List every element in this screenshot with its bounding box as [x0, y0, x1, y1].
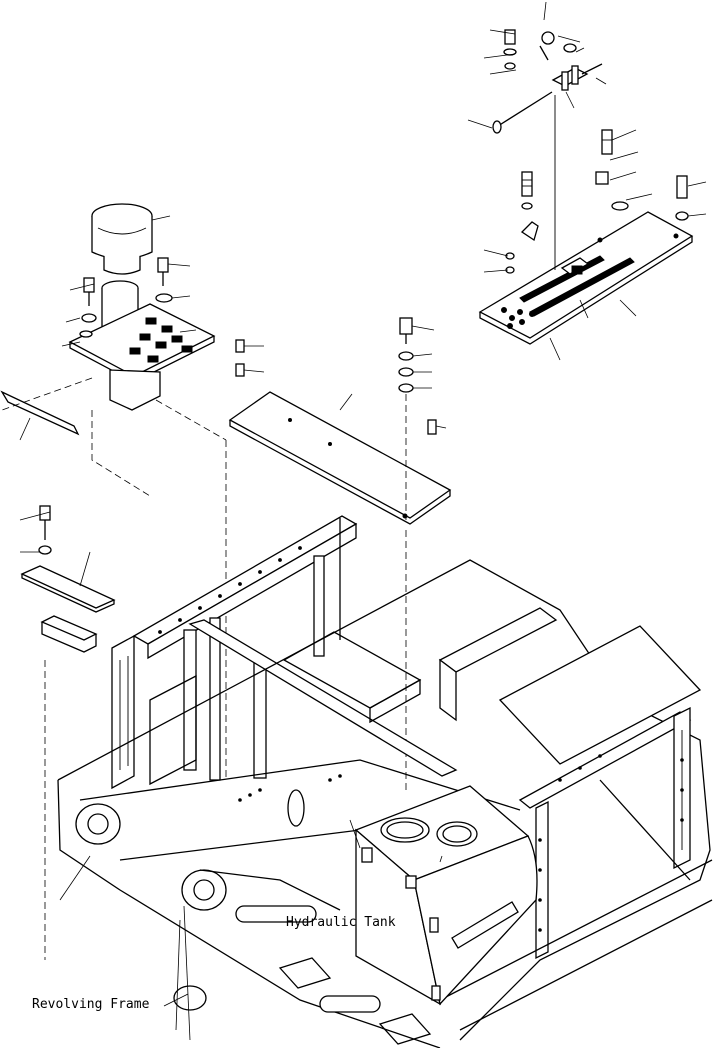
right-bolts	[595, 129, 689, 221]
boom-foot-boss	[75, 803, 227, 911]
cover-plate	[228, 317, 452, 790]
precleaner-assembly	[0, 203, 265, 780]
top-bolt-hardware	[539, 31, 603, 91]
revolving-frame	[57, 559, 713, 1048]
leader-lines	[467, 1, 707, 361]
hydraulic-tank: Hydraulic Tank	[286, 785, 538, 1006]
fuse-holder	[505, 171, 539, 274]
revolving-frame-label: Revolving Frame	[32, 997, 150, 1012]
side-plate-and-pad	[19, 505, 116, 960]
cab-support-frame	[111, 515, 458, 790]
terminal-strip	[519, 255, 635, 317]
control-board-assembly	[467, 1, 707, 361]
precleaner-cap	[91, 203, 171, 275]
hydraulic-tank-label: Hydraulic Tank	[286, 915, 396, 930]
leader-lines	[61, 263, 265, 373]
access-slot	[173, 789, 381, 1013]
bolt-stack	[503, 29, 517, 70]
